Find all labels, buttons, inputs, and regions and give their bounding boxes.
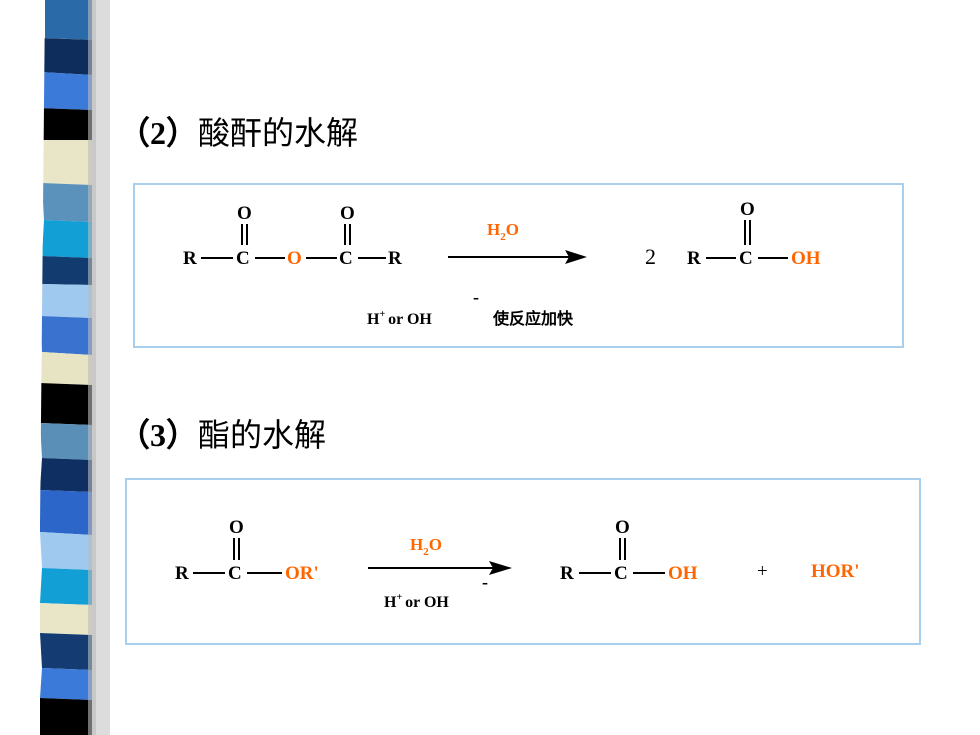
anhydride-hydrolysis-box: R C O O C O R H2O 2 R C O OH H+or OH - 使… xyxy=(133,183,904,348)
c2: C xyxy=(339,248,353,269)
product-oh: OH xyxy=(791,248,821,269)
ester-reagent-o: O xyxy=(429,535,442,554)
acid-r: R xyxy=(560,563,574,584)
section3-heading: （3）酯的水解 xyxy=(118,410,326,456)
r-right: R xyxy=(388,248,402,269)
product-c: C xyxy=(739,248,753,269)
c1: C xyxy=(236,248,250,269)
sidebar-stripes xyxy=(0,0,110,735)
reaction-arrow-head xyxy=(565,250,587,264)
ester-catalyst: H+or OH xyxy=(384,592,449,611)
plus-sign: + xyxy=(757,561,768,582)
catalyst-condition: H+or OH xyxy=(367,309,432,328)
product-r: R xyxy=(687,248,701,269)
r-left: R xyxy=(183,248,197,269)
catalyst-h: H xyxy=(367,311,380,328)
acid-oh: OH xyxy=(668,563,698,584)
anhydride-equation: R C O O C O R H2O 2 R C O OH H+or OH - 使… xyxy=(183,199,821,328)
section2-heading: （2）酸酐的水解 xyxy=(118,108,358,154)
ester-arrow-head xyxy=(489,561,512,575)
ester-r: R xyxy=(175,563,189,584)
reagent-o: O xyxy=(506,220,519,239)
catalyst-plus: + xyxy=(379,309,385,320)
ester-o: O xyxy=(229,517,244,538)
ester-catalyst-plus: + xyxy=(396,592,402,603)
decorative-sidebar xyxy=(0,0,110,735)
reagent-sub2: 2 xyxy=(500,231,506,243)
section3-number: （3） xyxy=(118,417,199,453)
ester-catalyst-minus: - xyxy=(482,572,488,592)
ester-or-group: OR' xyxy=(285,563,319,584)
section3-title: 酯的水解 xyxy=(198,416,327,454)
ester-hydrolysis-box: R C O OR' H2O H+or OH - R C O OH + HOR' xyxy=(125,478,921,645)
acid-o: O xyxy=(615,517,630,538)
ester-reagent-water: H2O xyxy=(410,535,442,558)
ester-reagent-h: H xyxy=(410,535,423,554)
o1-carbonyl: O xyxy=(237,203,252,224)
product-o: O xyxy=(740,199,755,220)
reagent-h: H xyxy=(487,220,500,239)
ester-catalyst-h: H xyxy=(384,594,397,611)
catalyst-or-oh: or OH xyxy=(388,311,432,328)
bridge-oxygen: O xyxy=(287,248,302,269)
alcohol-product: HOR' xyxy=(811,561,860,582)
reagent-water: H2O xyxy=(487,220,519,243)
section2-title: 酸酐的水解 xyxy=(198,114,359,152)
section2-number: （2） xyxy=(118,115,199,151)
rate-note: 使反应加快 xyxy=(492,309,574,328)
ester-equation: R C O OR' H2O H+or OH - R C O OH + HOR' xyxy=(175,517,860,611)
coefficient: 2 xyxy=(645,244,656,269)
ester-catalyst-or-oh: or OH xyxy=(405,594,449,611)
ester-c: C xyxy=(228,563,242,584)
acid-c: C xyxy=(614,563,628,584)
o2-carbonyl: O xyxy=(340,203,355,224)
ester-reagent-sub2: 2 xyxy=(423,546,429,558)
catalyst-minus: - xyxy=(473,287,479,307)
